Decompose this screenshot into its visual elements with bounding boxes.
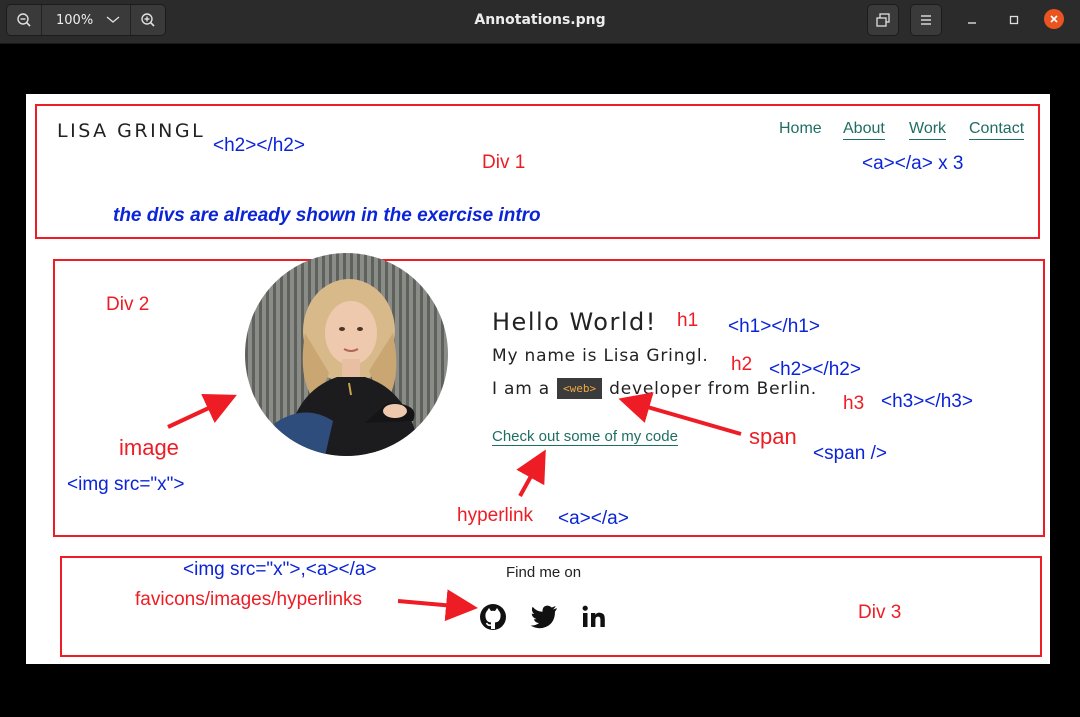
annotation-div3: Div 3 [858,602,902,623]
tagline-before: I am a [492,378,551,399]
linkedin-icon[interactable] [579,602,609,632]
zoom-in-icon [141,13,155,27]
minimize-button[interactable] [962,10,982,30]
code-link[interactable]: Check out some of my code [492,428,678,446]
profile-photo [245,253,448,456]
annotation-h2-tag2: <h2></h2> [769,359,861,380]
annotation-a-tag: <a></a> [558,508,629,529]
hero-heading: Hello World! [492,308,657,336]
zoom-out-icon [17,13,31,27]
chevron-down-icon [106,16,120,23]
annotation-favicons-label: favicons/images/hyperlinks [135,589,363,610]
zoom-level-dropdown[interactable]: 100% [41,5,131,35]
nav-home[interactable]: Home [779,120,822,137]
portrait-image [245,253,448,456]
annotation-span-label: span [749,424,797,449]
window-icon [876,13,890,27]
arrow-to-favicons [397,589,478,622]
nav-work[interactable]: Work [909,120,947,140]
github-icon[interactable] [478,602,508,632]
annotation-h2-tag: <h2></h2> [213,135,305,156]
nav-contact[interactable]: Contact [969,120,1025,140]
annotation-h2-label: h2 [731,354,753,375]
annotation-img-a-tag: <img src="x">,<a></a> [183,559,377,580]
window-title: Annotations.png [474,12,606,28]
arrow-to-image [167,393,237,429]
annotation-intro-note: the divs are already shown in the exerci… [113,205,541,226]
hero-subheading: My name is Lisa Gringl. [492,346,709,366]
annotation-h1-tag: <h1></h1> [728,316,820,337]
maximize-button[interactable] [1004,10,1024,30]
menu-button[interactable] [910,4,942,36]
zoom-controls: 100% [6,4,166,36]
site-logo[interactable]: LISA GRINGL [57,120,206,142]
annotation-h3-label: h3 [843,393,865,414]
find-me-label: Find me on [506,564,582,581]
web-span: <web> [557,378,603,399]
fullscreen-button[interactable] [867,4,899,36]
arrow-to-link [516,449,546,497]
annotation-span-tag: <span /> [813,443,887,464]
annotation-hyperlink-label: hyperlink [457,505,534,526]
close-button[interactable] [1044,9,1064,29]
annotation-div1: Div 1 [482,152,526,173]
annotation-image-label: image [119,435,179,460]
minimize-icon [968,22,976,24]
image-canvas [26,94,1050,664]
annotation-a-x3: <a></a> x 3 [862,153,964,174]
zoom-level: 100% [56,12,94,28]
nav-about[interactable]: About [843,120,885,140]
hamburger-icon [921,15,931,25]
tagline-after: developer from Berlin. [609,378,817,399]
titlebar: 100% Annotations.png [0,0,1080,44]
annotation-h1-label: h1 [677,310,699,331]
zoom-in-button[interactable] [131,5,165,35]
hero-tagline: I am a <web> developer from Berlin. [492,378,817,399]
arrow-to-span [618,392,742,436]
annotation-div2: Div 2 [106,294,150,315]
div2-box [53,259,1045,537]
close-icon [1050,15,1058,23]
annotation-h3-tag: <h3></h3> [881,391,973,412]
annotation-img-tag: <img src="x"> [67,474,185,495]
zoom-out-button[interactable] [7,5,41,35]
div3-box [60,556,1042,657]
div1-box [35,104,1040,239]
twitter-icon[interactable] [529,602,559,632]
maximize-icon [1009,15,1019,25]
